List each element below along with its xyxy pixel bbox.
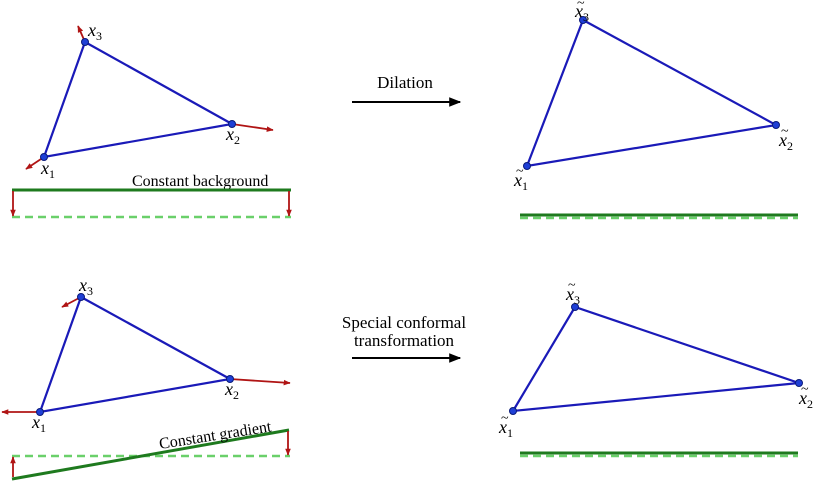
label-x1: x1 xyxy=(31,412,46,435)
label-x3: x3 xyxy=(78,275,93,298)
svg-text:x3: x3 xyxy=(565,284,580,307)
vertex-x2 xyxy=(226,375,234,383)
caption-constant-background: Constant background xyxy=(132,173,268,190)
label-x3-tilde: ~ x3 xyxy=(574,0,589,24)
triangle-edges xyxy=(525,18,780,168)
vertex-x2-tilde xyxy=(772,121,780,129)
right-background-top xyxy=(520,213,798,220)
top-panel: x1 x2 x3 Constant background Dilation ~ … xyxy=(10,0,798,220)
vertex-x1-tilde xyxy=(523,162,531,170)
triangle-edges xyxy=(510,305,800,413)
bottom-panel: x1 x2 x3 Constant gradient Special confo… xyxy=(1,275,813,481)
conformal-label-line2: transformation xyxy=(354,331,455,350)
triangle-edges xyxy=(38,295,234,414)
svg-text:~: ~ xyxy=(801,382,809,397)
vertex-x1 xyxy=(40,153,48,161)
caption-constant-gradient: Constant gradient xyxy=(158,418,273,453)
svg-text:x2: x2 xyxy=(778,130,793,153)
top-left-triangle: x1 x2 x3 xyxy=(25,20,274,181)
svg-text:~: ~ xyxy=(568,278,576,293)
dilation-label: Dilation xyxy=(377,73,433,92)
constant-gradient: Constant gradient xyxy=(10,418,291,481)
vertex-x3 xyxy=(77,293,85,301)
svg-text:x1: x1 xyxy=(513,170,528,193)
right-background-bottom xyxy=(520,451,798,458)
vector-arrow-x2 xyxy=(229,378,291,386)
label-x2: x2 xyxy=(224,379,239,402)
label-x1-tilde: ~ x1 xyxy=(498,411,513,440)
vector-arrow-x2 xyxy=(231,123,274,132)
svg-text:~: ~ xyxy=(516,164,524,179)
vertex-x1 xyxy=(36,408,44,416)
label-x2-tilde: ~ x2 xyxy=(798,382,813,411)
label-x2: x2 xyxy=(225,124,240,147)
svg-text:~: ~ xyxy=(577,0,585,11)
bottom-left-triangle: x1 x2 x3 xyxy=(1,275,291,435)
dilation-arrow-group: Dilation xyxy=(352,73,462,107)
svg-text:~: ~ xyxy=(501,411,509,426)
bottom-right-triangle: ~ x1 ~ x2 ~ x3 xyxy=(498,278,813,440)
vertex-x3-tilde xyxy=(579,16,587,24)
top-right-triangle: ~ x1 ~ x2 ~ x3 xyxy=(513,0,793,193)
constant-background: Constant background xyxy=(10,173,292,219)
svg-text:x2: x2 xyxy=(798,388,813,411)
label-x3: x3 xyxy=(87,20,102,43)
vertex-x1-tilde xyxy=(509,407,517,415)
conformal-label-line1: Special conformal xyxy=(342,313,466,332)
vertex-x3-tilde xyxy=(571,303,579,311)
label-x3-tilde: ~ x3 xyxy=(565,278,580,307)
svg-text:x1: x1 xyxy=(498,417,513,440)
vertex-x2-tilde xyxy=(795,379,803,387)
gradient-line xyxy=(11,428,290,481)
vertex-x3 xyxy=(81,38,89,46)
label-x2-tilde: ~ x2 xyxy=(778,124,793,153)
label-x1-tilde: ~ x1 xyxy=(513,164,528,193)
conformal-arrow-group: Special conformal transformation xyxy=(342,313,466,363)
svg-text:x3: x3 xyxy=(574,1,589,24)
label-x1: x1 xyxy=(40,158,55,181)
triangle-edges xyxy=(42,40,236,159)
vertex-x2 xyxy=(228,120,236,128)
svg-text:~: ~ xyxy=(781,124,789,139)
